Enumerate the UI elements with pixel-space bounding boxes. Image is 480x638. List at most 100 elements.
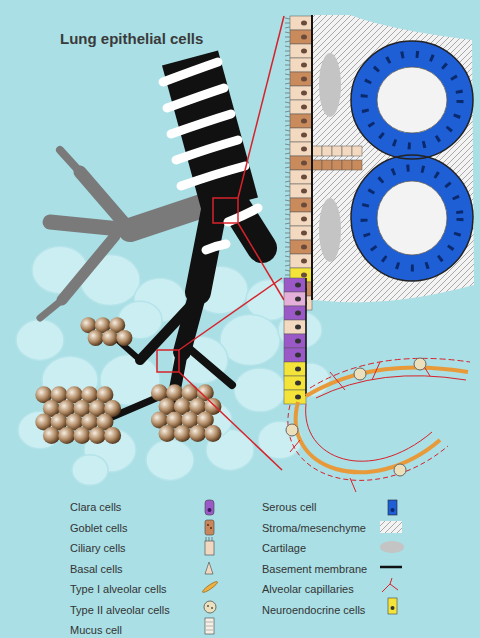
alveoli xyxy=(16,246,330,485)
legend-label: Type I alveolar cells xyxy=(70,582,167,596)
cilia xyxy=(285,158,290,168)
cilia xyxy=(285,242,290,252)
duct-cell xyxy=(322,146,332,156)
nucleus xyxy=(301,147,307,152)
cilia xyxy=(285,60,290,70)
bronchiolar-cell xyxy=(284,390,306,404)
nucleus xyxy=(301,105,307,110)
legend-label: Ciliary cells xyxy=(70,541,126,555)
cartilage-rings xyxy=(163,62,258,250)
basement-membrane xyxy=(305,278,307,396)
nucleus xyxy=(301,133,307,138)
epithelial-cell xyxy=(290,170,312,184)
epithelial-cell xyxy=(290,44,312,58)
cilia xyxy=(285,186,290,196)
alveolar-sphere xyxy=(174,425,191,442)
nucleus xyxy=(301,245,307,250)
bronchiolar-cell xyxy=(284,306,306,320)
epithelial-cell xyxy=(290,100,312,114)
epithelial-cell xyxy=(290,240,312,254)
duct-cell xyxy=(342,160,352,170)
nucleus xyxy=(295,297,301,302)
legend-label: Goblet cells xyxy=(70,521,127,535)
alveolus-sac xyxy=(72,455,108,486)
epithelial-cell xyxy=(290,72,312,86)
alveolus xyxy=(286,358,470,492)
duct-cell xyxy=(342,146,352,156)
cilia xyxy=(285,256,290,266)
serous-gland xyxy=(351,41,473,281)
nucleus xyxy=(301,77,307,82)
nucleus xyxy=(295,381,301,386)
nucleus xyxy=(301,35,307,40)
legend-label: Clara cells xyxy=(70,500,121,514)
legend-label: Mucus cell xyxy=(70,623,122,637)
basement-membrane xyxy=(311,15,313,300)
nucleus xyxy=(301,63,307,68)
alveolus-sac xyxy=(16,320,64,361)
alveolar-sphere xyxy=(104,427,121,444)
cilia xyxy=(285,172,290,182)
epithelial-cell xyxy=(290,30,312,44)
nucleus xyxy=(295,395,301,400)
alveolus-sac xyxy=(220,315,280,366)
epithelial-cell xyxy=(290,58,312,72)
epithelial-cell xyxy=(290,226,312,240)
alveolus-sac xyxy=(146,440,194,481)
gray-bronchi xyxy=(40,150,205,318)
nucleus xyxy=(301,273,307,278)
epithelial-cell xyxy=(290,16,312,30)
bronchiolar-cell xyxy=(284,320,306,334)
cilia xyxy=(285,200,290,210)
nucleus xyxy=(301,203,307,208)
nucleus xyxy=(301,231,307,236)
epithelium xyxy=(284,16,362,404)
legend-icons xyxy=(201,500,404,634)
duct-cell xyxy=(322,160,332,170)
nucleus xyxy=(301,161,307,166)
legend-label: Cartilage xyxy=(262,541,306,555)
nucleus xyxy=(295,283,301,288)
legend-label: Alveolar capillaries xyxy=(262,582,354,596)
cilia xyxy=(285,130,290,140)
epithelial-cell xyxy=(290,86,312,100)
nucleus xyxy=(301,21,307,26)
epithelial-cell xyxy=(290,254,312,268)
alveolus-sac xyxy=(234,368,286,412)
cilia xyxy=(285,144,290,154)
epithelial-cell xyxy=(290,198,312,212)
nucleus xyxy=(301,119,307,124)
legend-label: Serous cell xyxy=(262,500,316,514)
duct-cell xyxy=(312,146,322,156)
duct-cell xyxy=(332,146,342,156)
alveolar-sphere xyxy=(189,425,206,442)
bronchiolar-cell xyxy=(284,278,306,292)
epithelial-cell xyxy=(290,212,312,226)
diagram-title: Lung epithelial cells xyxy=(60,30,203,47)
cilia xyxy=(285,214,290,224)
epithelial-cell xyxy=(290,156,312,170)
alveolar-sphere xyxy=(43,427,60,444)
cilia xyxy=(285,228,290,238)
nucleus xyxy=(301,259,307,264)
alveolar-sphere xyxy=(116,330,132,346)
alveolar-sphere xyxy=(89,427,106,444)
epithelial-cell xyxy=(290,142,312,156)
nucleus xyxy=(301,217,307,222)
epithelial-cell xyxy=(290,114,312,128)
cilia xyxy=(285,74,290,84)
nucleus xyxy=(301,49,307,54)
alveolar-sphere xyxy=(74,427,91,444)
zoom-markers xyxy=(157,16,284,470)
nucleus xyxy=(295,339,301,344)
legend-label: Type II alveolar cells xyxy=(70,603,170,617)
cartilage xyxy=(319,198,341,262)
nucleus xyxy=(295,353,301,358)
black-bronchi xyxy=(105,58,262,430)
epithelial-cell xyxy=(290,128,312,142)
duct-cell xyxy=(352,160,362,170)
alveolar-sphere xyxy=(88,330,104,346)
nucleus xyxy=(301,189,307,194)
bronchiolar-cell xyxy=(284,362,306,376)
bronchiolar-cell xyxy=(284,334,306,348)
